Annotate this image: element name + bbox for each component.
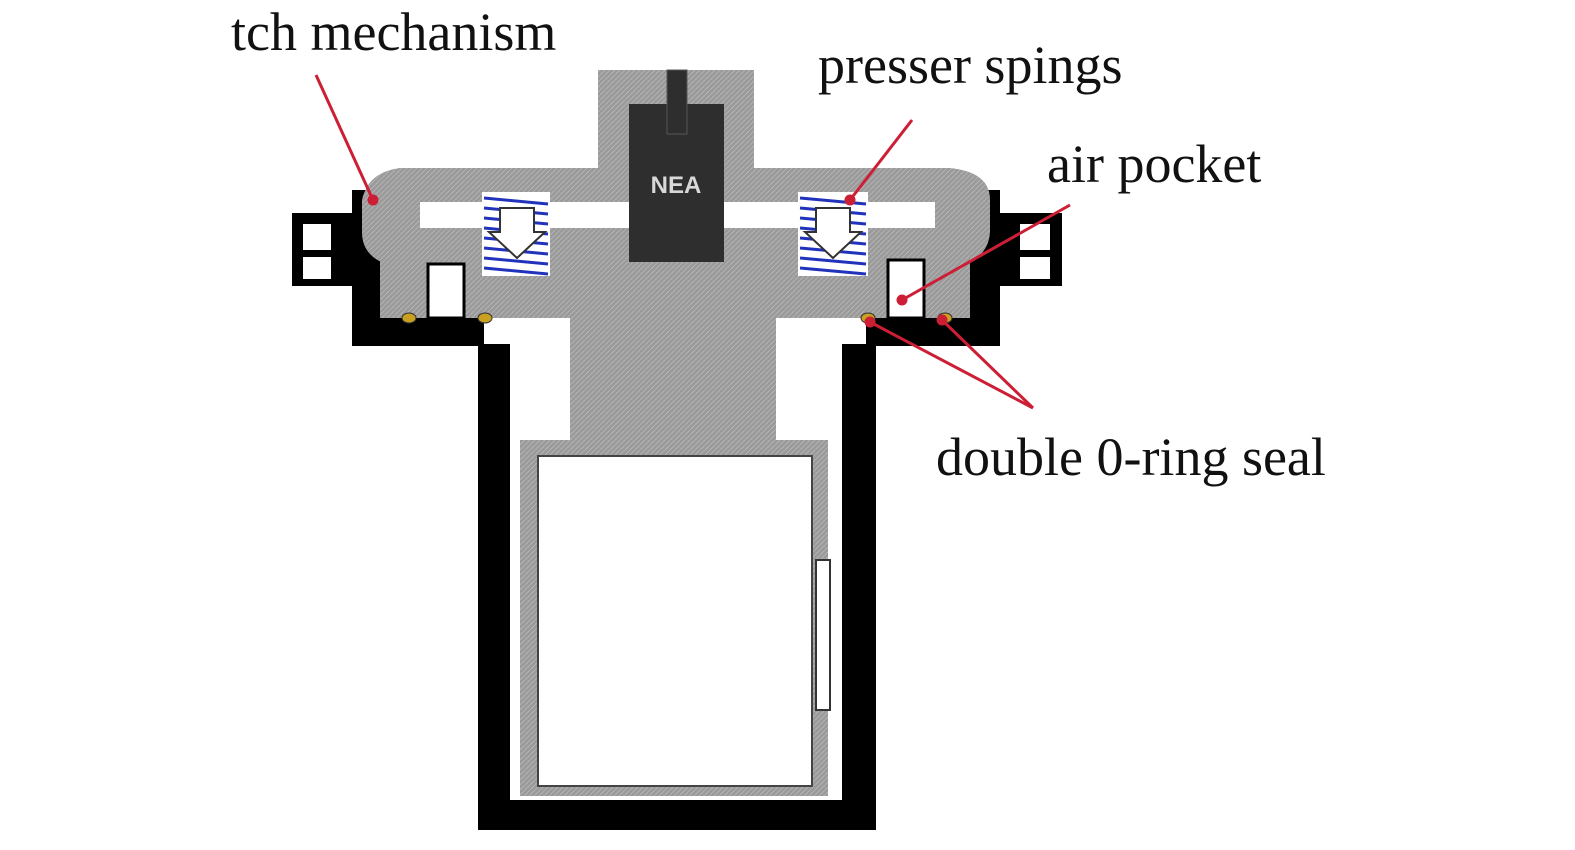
presser-springs-label: presser spings [818,35,1123,95]
left-air-pocket [426,262,466,320]
housing-bottom [478,800,876,830]
seal-leader-line-2 [940,318,1035,410]
air-pocket-leader-line [901,203,1071,302]
container-window [815,559,831,711]
left-spring [482,192,550,276]
housing-left-ledge [352,318,484,346]
nea-device: NEA [629,69,724,262]
right-latch-block [1000,213,1062,286]
seal-leader-line-1 [869,320,1034,410]
latch-leader-line [314,74,375,201]
springs-leader-dot [844,194,856,206]
housing-right-wall [842,344,876,830]
air-pocket-label: air pocket [1047,134,1262,194]
latch-leader-dot [367,194,379,206]
down-arrow-icon [486,207,548,260]
seal-leader-dot-2 [936,314,948,326]
springs-leader-line [848,119,914,201]
container-interior [537,455,813,787]
inner-body [380,228,970,440]
left-latch-block [292,213,352,286]
air-pocket-leader-dot [896,294,908,306]
right-spring [798,192,868,276]
leader-lines [314,74,1071,410]
seal-leader-dot-1 [864,316,876,328]
latch-mechanism-label: tch mechanism [231,2,557,62]
double-o-ring-seal-label: double 0-ring seal [936,427,1326,487]
down-arrow-icon [802,207,864,260]
housing-left-wall [478,344,510,830]
nea-label: NEA [651,172,702,199]
